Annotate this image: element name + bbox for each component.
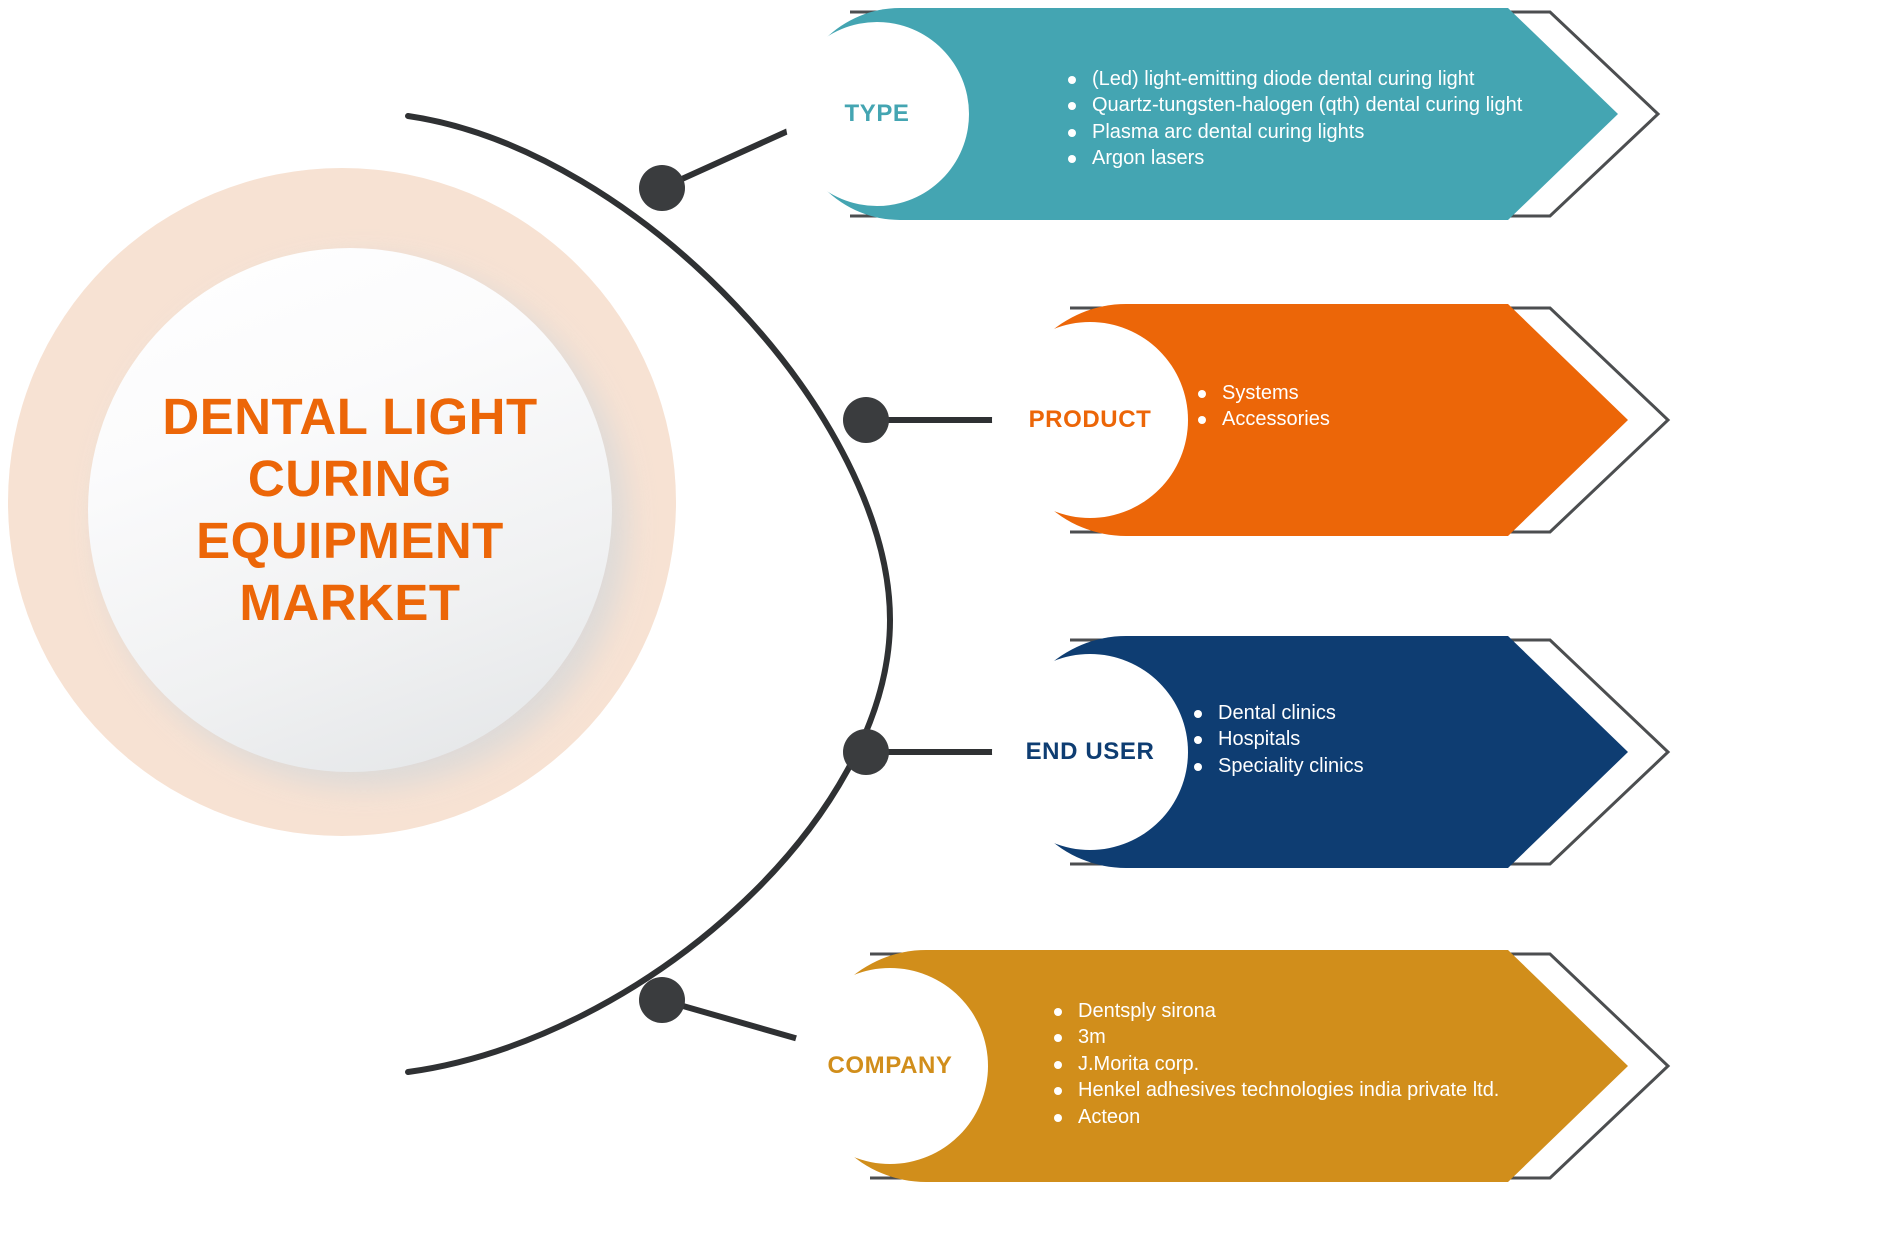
branch-end-user-label: END USER xyxy=(1025,738,1155,765)
branch-product[interactable]: PRODUCT Systems Accessories xyxy=(992,300,1884,540)
branch-end-user[interactable]: END USER Dental clinics Hospitals Specia… xyxy=(992,632,1884,872)
branch-type-label: TYPE xyxy=(844,100,910,127)
connector-node-company xyxy=(639,977,685,1023)
list-item: Quartz-tungsten-halogen (qth) dental cur… xyxy=(1066,92,1522,118)
list-item: 3m xyxy=(1052,1024,1499,1050)
list-item: Dentsply sirona xyxy=(1052,998,1499,1024)
center-hub: DENTAL LIGHT CURING EQUIPMENT MARKET xyxy=(8,168,676,836)
list-item: Accessories xyxy=(1196,406,1330,432)
branch-company-shape xyxy=(810,950,1671,1182)
list-item: Argon lasers xyxy=(1066,145,1522,171)
hub-inner-circle: DENTAL LIGHT CURING EQUIPMENT MARKET xyxy=(88,248,612,772)
branch-type-bullets: (Led) light-emitting diode dental curing… xyxy=(1066,66,1522,172)
connector-node-product xyxy=(843,397,889,443)
list-item: Acteon xyxy=(1052,1104,1499,1130)
branch-end-user-bullets: Dental clinics Hospitals Speciality clin… xyxy=(1192,700,1364,779)
branch-company-circle: COMPANY xyxy=(792,968,988,1164)
branch-type-arrow-fill xyxy=(794,8,1618,220)
branch-product-label: PRODUCT xyxy=(1028,406,1152,433)
branch-type-shape xyxy=(794,8,1661,220)
list-item: Plasma arc dental curing lights xyxy=(1066,119,1522,145)
list-item: Dental clinics xyxy=(1192,700,1364,726)
list-item: Speciality clinics xyxy=(1192,753,1364,779)
branch-product-circle: PRODUCT xyxy=(992,322,1188,518)
page-title: DENTAL LIGHT CURING EQUIPMENT MARKET xyxy=(162,387,538,632)
connector-node-enduser xyxy=(843,729,889,775)
list-item: Systems xyxy=(1196,380,1330,406)
branch-company[interactable]: COMPANY Dentsply sirona 3m J.Morita corp… xyxy=(792,946,1884,1186)
list-item: J.Morita corp. xyxy=(1052,1051,1499,1077)
branch-company-bullets: Dentsply sirona 3m J.Morita corp. Henkel… xyxy=(1052,998,1499,1130)
branch-product-bullets: Systems Accessories xyxy=(1196,380,1330,433)
branch-company-arrow-fill xyxy=(810,950,1628,1182)
branch-type[interactable]: TYPE (Led) light-emitting diode dental c… xyxy=(785,4,1884,224)
list-item: (Led) light-emitting diode dental curing… xyxy=(1066,66,1522,92)
list-item: Henkel adhesives technologies india priv… xyxy=(1052,1077,1499,1103)
list-item: Hospitals xyxy=(1192,726,1364,752)
branch-type-circle: TYPE xyxy=(785,22,969,206)
branch-company-label: COMPANY xyxy=(827,1052,953,1079)
branch-end-user-circle: END USER xyxy=(992,654,1188,850)
